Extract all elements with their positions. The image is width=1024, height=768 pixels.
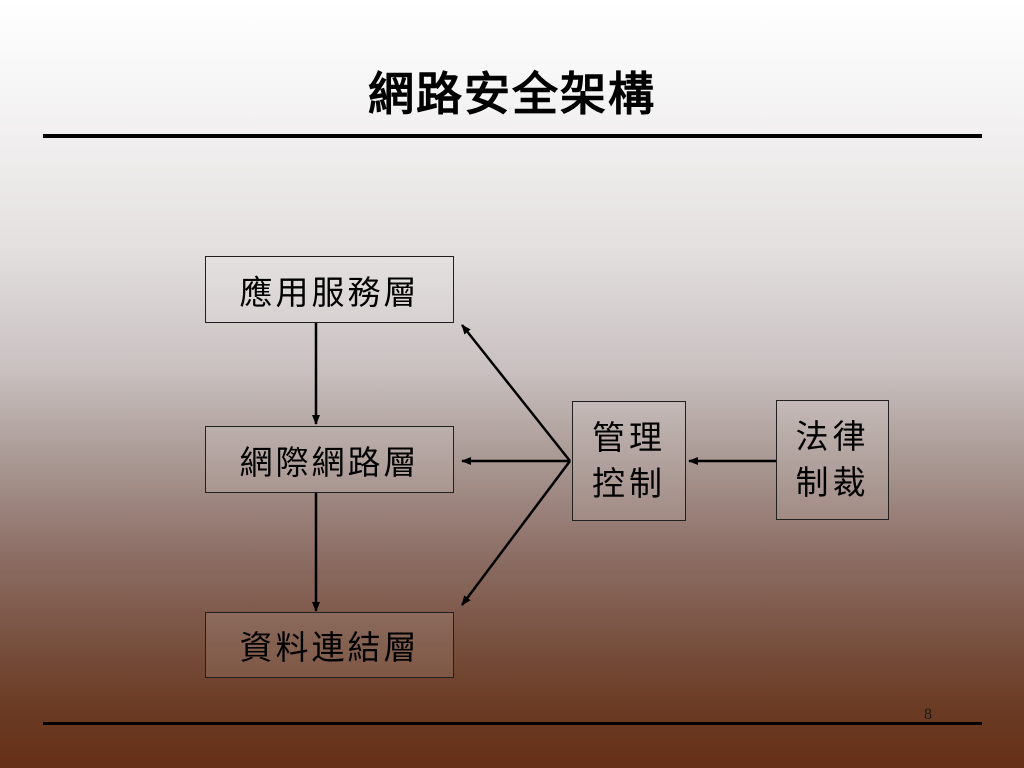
slide-title: 網路安全架構 — [368, 67, 656, 121]
bottom-divider — [43, 722, 982, 725]
page-number: 8 — [924, 706, 932, 723]
node-internet-layer: 網際網路層 — [205, 426, 454, 493]
top-divider — [43, 134, 982, 138]
node-legal-sanction: 法律 制裁 — [776, 400, 889, 520]
node-application-layer: 應用服務層 — [205, 256, 454, 323]
edge-management-to-datalink — [461, 460, 571, 606]
node-management-control: 管理 控制 — [572, 401, 686, 521]
edge-management-to-app — [461, 324, 571, 462]
node-datalink-layer: 資料連結層 — [205, 612, 454, 678]
